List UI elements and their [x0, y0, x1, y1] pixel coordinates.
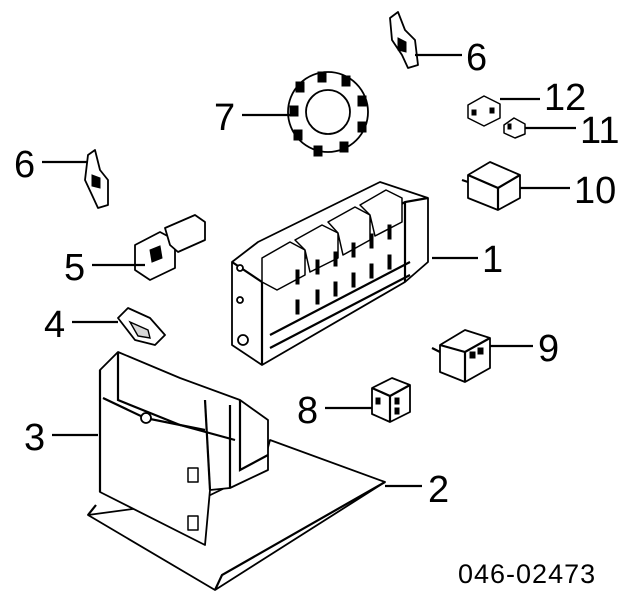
callout-5: 5	[64, 247, 85, 289]
callout-11: 11	[580, 110, 619, 152]
reference-code: 046-02473	[458, 559, 596, 589]
callout-1: 1	[482, 239, 503, 281]
callout-7: 7	[214, 97, 235, 139]
callout-6-top: 6	[466, 37, 487, 79]
part-5-bracket	[134, 214, 206, 281]
part-6-bracket-top	[389, 11, 419, 69]
callout-2: 2	[428, 469, 449, 511]
part-1-fuse-block	[231, 181, 429, 366]
part-10-relay-box	[461, 161, 521, 211]
callout-8: 8	[297, 390, 318, 432]
leader-lines	[42, 53, 576, 488]
callout-12: 12	[544, 77, 586, 119]
part-11-clip	[503, 117, 526, 139]
callout-6-left: 6	[14, 144, 35, 186]
callout-3: 3	[24, 417, 45, 459]
part-9-relay	[431, 329, 491, 383]
part-8-connector	[371, 377, 411, 423]
part-6-bracket-left	[84, 149, 109, 209]
part-4-clip	[117, 307, 166, 346]
callout-10: 10	[574, 170, 616, 212]
part-3-cover	[98, 351, 269, 546]
part-12-clip	[467, 95, 501, 127]
callout-4: 4	[44, 304, 65, 346]
part-7-ring-connector	[287, 71, 369, 157]
callout-9: 9	[538, 328, 559, 370]
fuse-row	[295, 224, 392, 315]
